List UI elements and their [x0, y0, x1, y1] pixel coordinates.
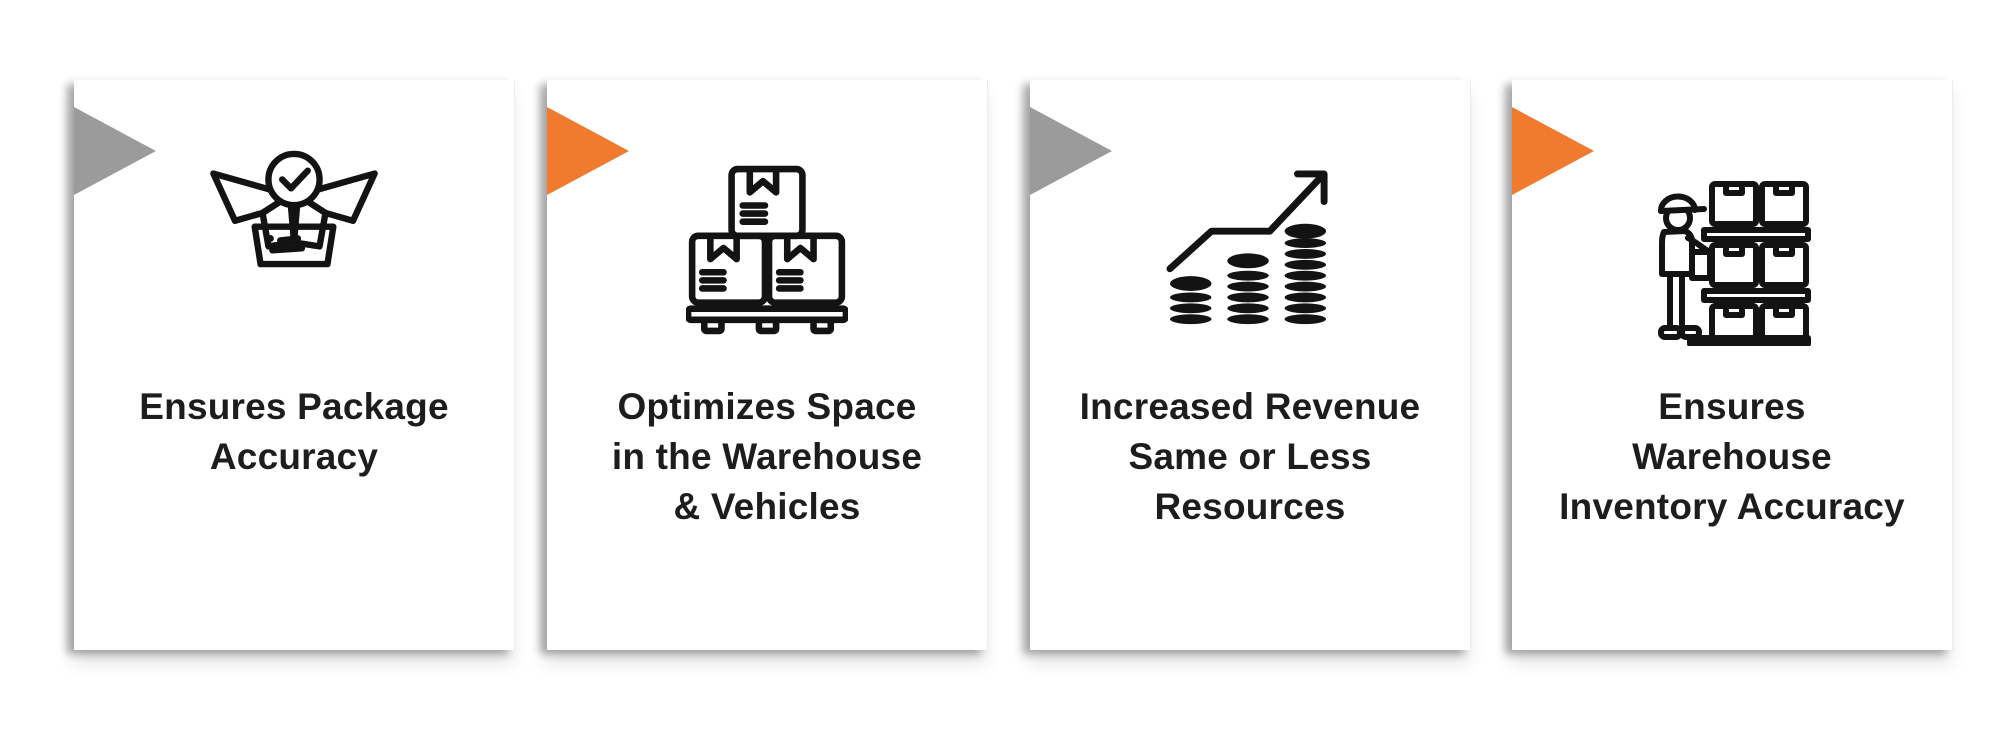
benefit-title: Ensures Package Accuracy: [139, 386, 449, 477]
benefit-title: Increased Revenue Same or Less Resources: [1079, 386, 1421, 527]
benefit-card-increased-revenue: Increased Revenue Same or Less Resources: [1030, 80, 1471, 650]
benefit-card-inventory-accuracy: Ensures Warehouse Inventory Accuracy: [1512, 80, 1953, 650]
benefit-card-package-accuracy: Ensures Package Accuracy: [74, 80, 515, 650]
right-arrow-icon: [1030, 107, 1112, 195]
benefit-card-space-optimization: Optimizes Space in the Warehouse & Vehic…: [547, 80, 988, 650]
pallet-boxes-icon: [547, 165, 987, 335]
right-arrow-icon: [547, 107, 629, 195]
revenue-growth-icon: [1030, 166, 1470, 330]
package-check-icon: [74, 150, 514, 268]
right-arrow-icon: [74, 107, 156, 195]
benefit-title: Ensures Warehouse Inventory Accuracy: [1559, 386, 1905, 527]
right-arrow-icon: [1512, 107, 1594, 195]
benefit-title: Optimizes Space in the Warehouse & Vehic…: [611, 386, 923, 527]
warehouse-worker-shelf-icon: [1512, 180, 1952, 346]
